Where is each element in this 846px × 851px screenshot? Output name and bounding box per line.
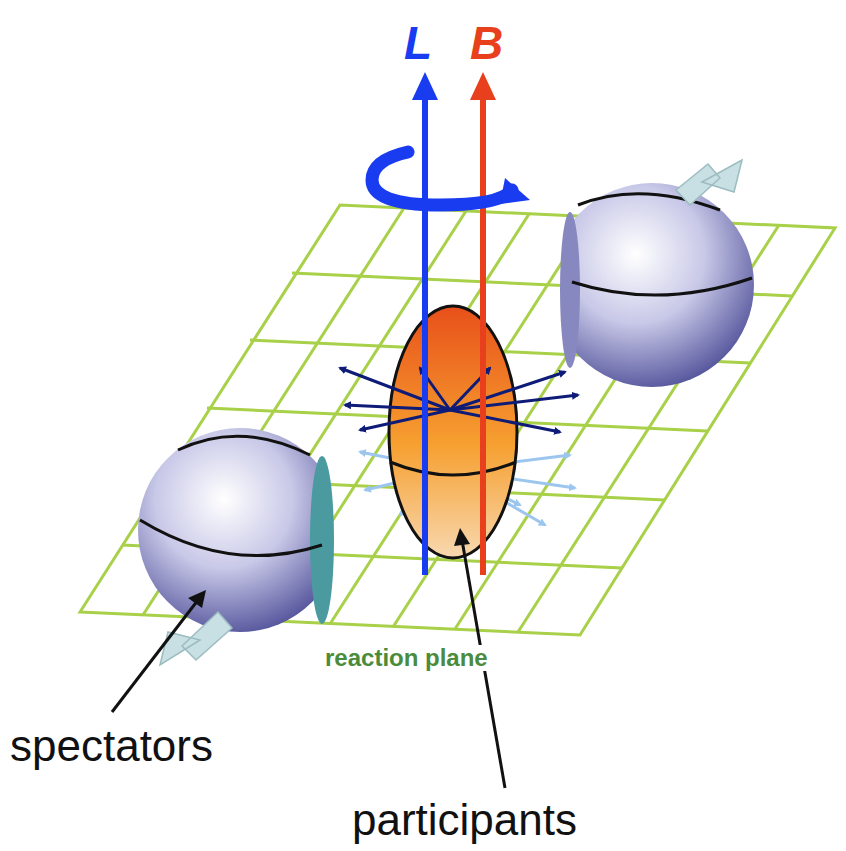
vector-label: B — [470, 18, 503, 69]
vector-label: L — [404, 18, 432, 69]
part-label: participants — [352, 796, 577, 844]
plane-label: reaction plane — [322, 645, 491, 671]
part-label: spectators — [10, 722, 213, 770]
spectator-left — [138, 428, 342, 665]
spectator-right — [550, 160, 754, 387]
participant-zone — [389, 306, 517, 558]
